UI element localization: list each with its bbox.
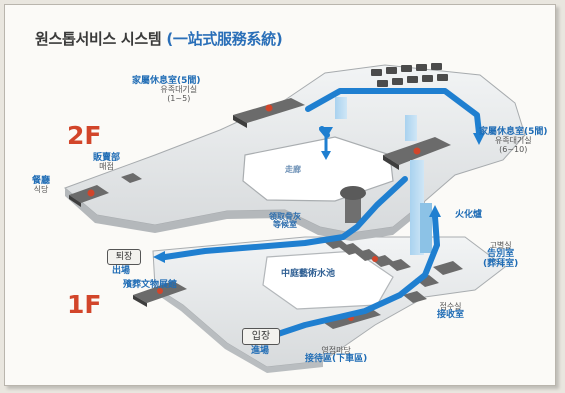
sales-korean: 매점 — [99, 162, 114, 172]
first-floor-slab — [152, 236, 506, 373]
reception-hanja: 接收室 — [437, 310, 465, 321]
diagram-frame: 원스톱서비스 시스템 (一站式服務系統) — [4, 4, 556, 386]
sales-label: 販賣部 매점 — [93, 153, 121, 172]
reception-korean: 접수실 — [439, 302, 462, 311]
welcome-label: 영접마당 接待區(下車區) — [305, 346, 368, 365]
flow-arrows — [162, 88, 482, 338]
farewell-label: 고별실 告別室 (葬拜室) — [483, 241, 519, 269]
columns — [335, 97, 432, 255]
restaurant-label: 餐廳 식당 — [32, 176, 51, 195]
family-rest-1-label: 家屬休息室(5間) 유족대기실 (1~5) — [132, 76, 201, 103]
exit-box: 퇴장 — [107, 249, 141, 265]
title-hanja: (一站式服務系統) — [166, 30, 283, 48]
collect-hanja: 領取骨灰 — [269, 212, 301, 221]
family-rest-1-hanja: 家屬休息室(5間) — [132, 76, 201, 86]
floor-plan — [64, 63, 526, 373]
family-rest-2-range: (6~10) — [499, 144, 528, 154]
cremation-label: 火化爐 — [455, 210, 483, 220]
title-korean: 원스톱서비스 시스템 — [35, 30, 162, 48]
floor-label-1f: 1F — [67, 290, 102, 319]
family-rest-1-range: (1~5) — [167, 93, 191, 103]
exit-hanja: 出場 — [112, 266, 131, 276]
floor-label-2f: 2F — [67, 121, 102, 150]
family-rest-2-label: 家屬休息室(5間) 유족대기실 (6~10) — [479, 127, 548, 154]
corridor-label: 走廊 — [285, 165, 301, 174]
entrance-hanja: 進場 — [251, 346, 270, 356]
rooms-1f — [133, 237, 463, 329]
farewell-hanja: 告別室 — [487, 249, 515, 260]
welcome-korean: 영접마당 — [321, 346, 351, 355]
entrance-box: 입장 — [242, 328, 280, 345]
welcome-hanja: 接待區(下車區) — [305, 354, 368, 365]
farewell-korean: 고별실 — [489, 241, 512, 250]
restaurant-hanja: 餐廳 — [32, 176, 51, 186]
rooms-2f — [69, 63, 451, 207]
collect-label: 領取骨灰 等候室 — [269, 212, 301, 230]
relics-label: 殯葬文物展館 — [123, 280, 178, 290]
fountain-label: 中庭藝術水池 — [281, 269, 336, 279]
vertical-link-arrows — [321, 133, 331, 160]
collect-hanja-2: 等候室 — [273, 220, 297, 230]
reception-label: 접수실 接收室 — [437, 302, 465, 321]
family-rest-2-korean: 유족대기실 — [494, 136, 532, 146]
farewell-hanja-2: (葬拜室) — [483, 258, 519, 269]
restaurant-korean: 식당 — [33, 185, 49, 195]
sales-hanja: 販賣部 — [93, 153, 121, 163]
family-rest-2-hanja: 家屬休息室(5間) — [479, 127, 548, 137]
diagram-title: 원스톱서비스 시스템 (一站式服務系統) — [35, 28, 283, 49]
family-rest-1-korean: 유족대기실 — [160, 85, 198, 95]
